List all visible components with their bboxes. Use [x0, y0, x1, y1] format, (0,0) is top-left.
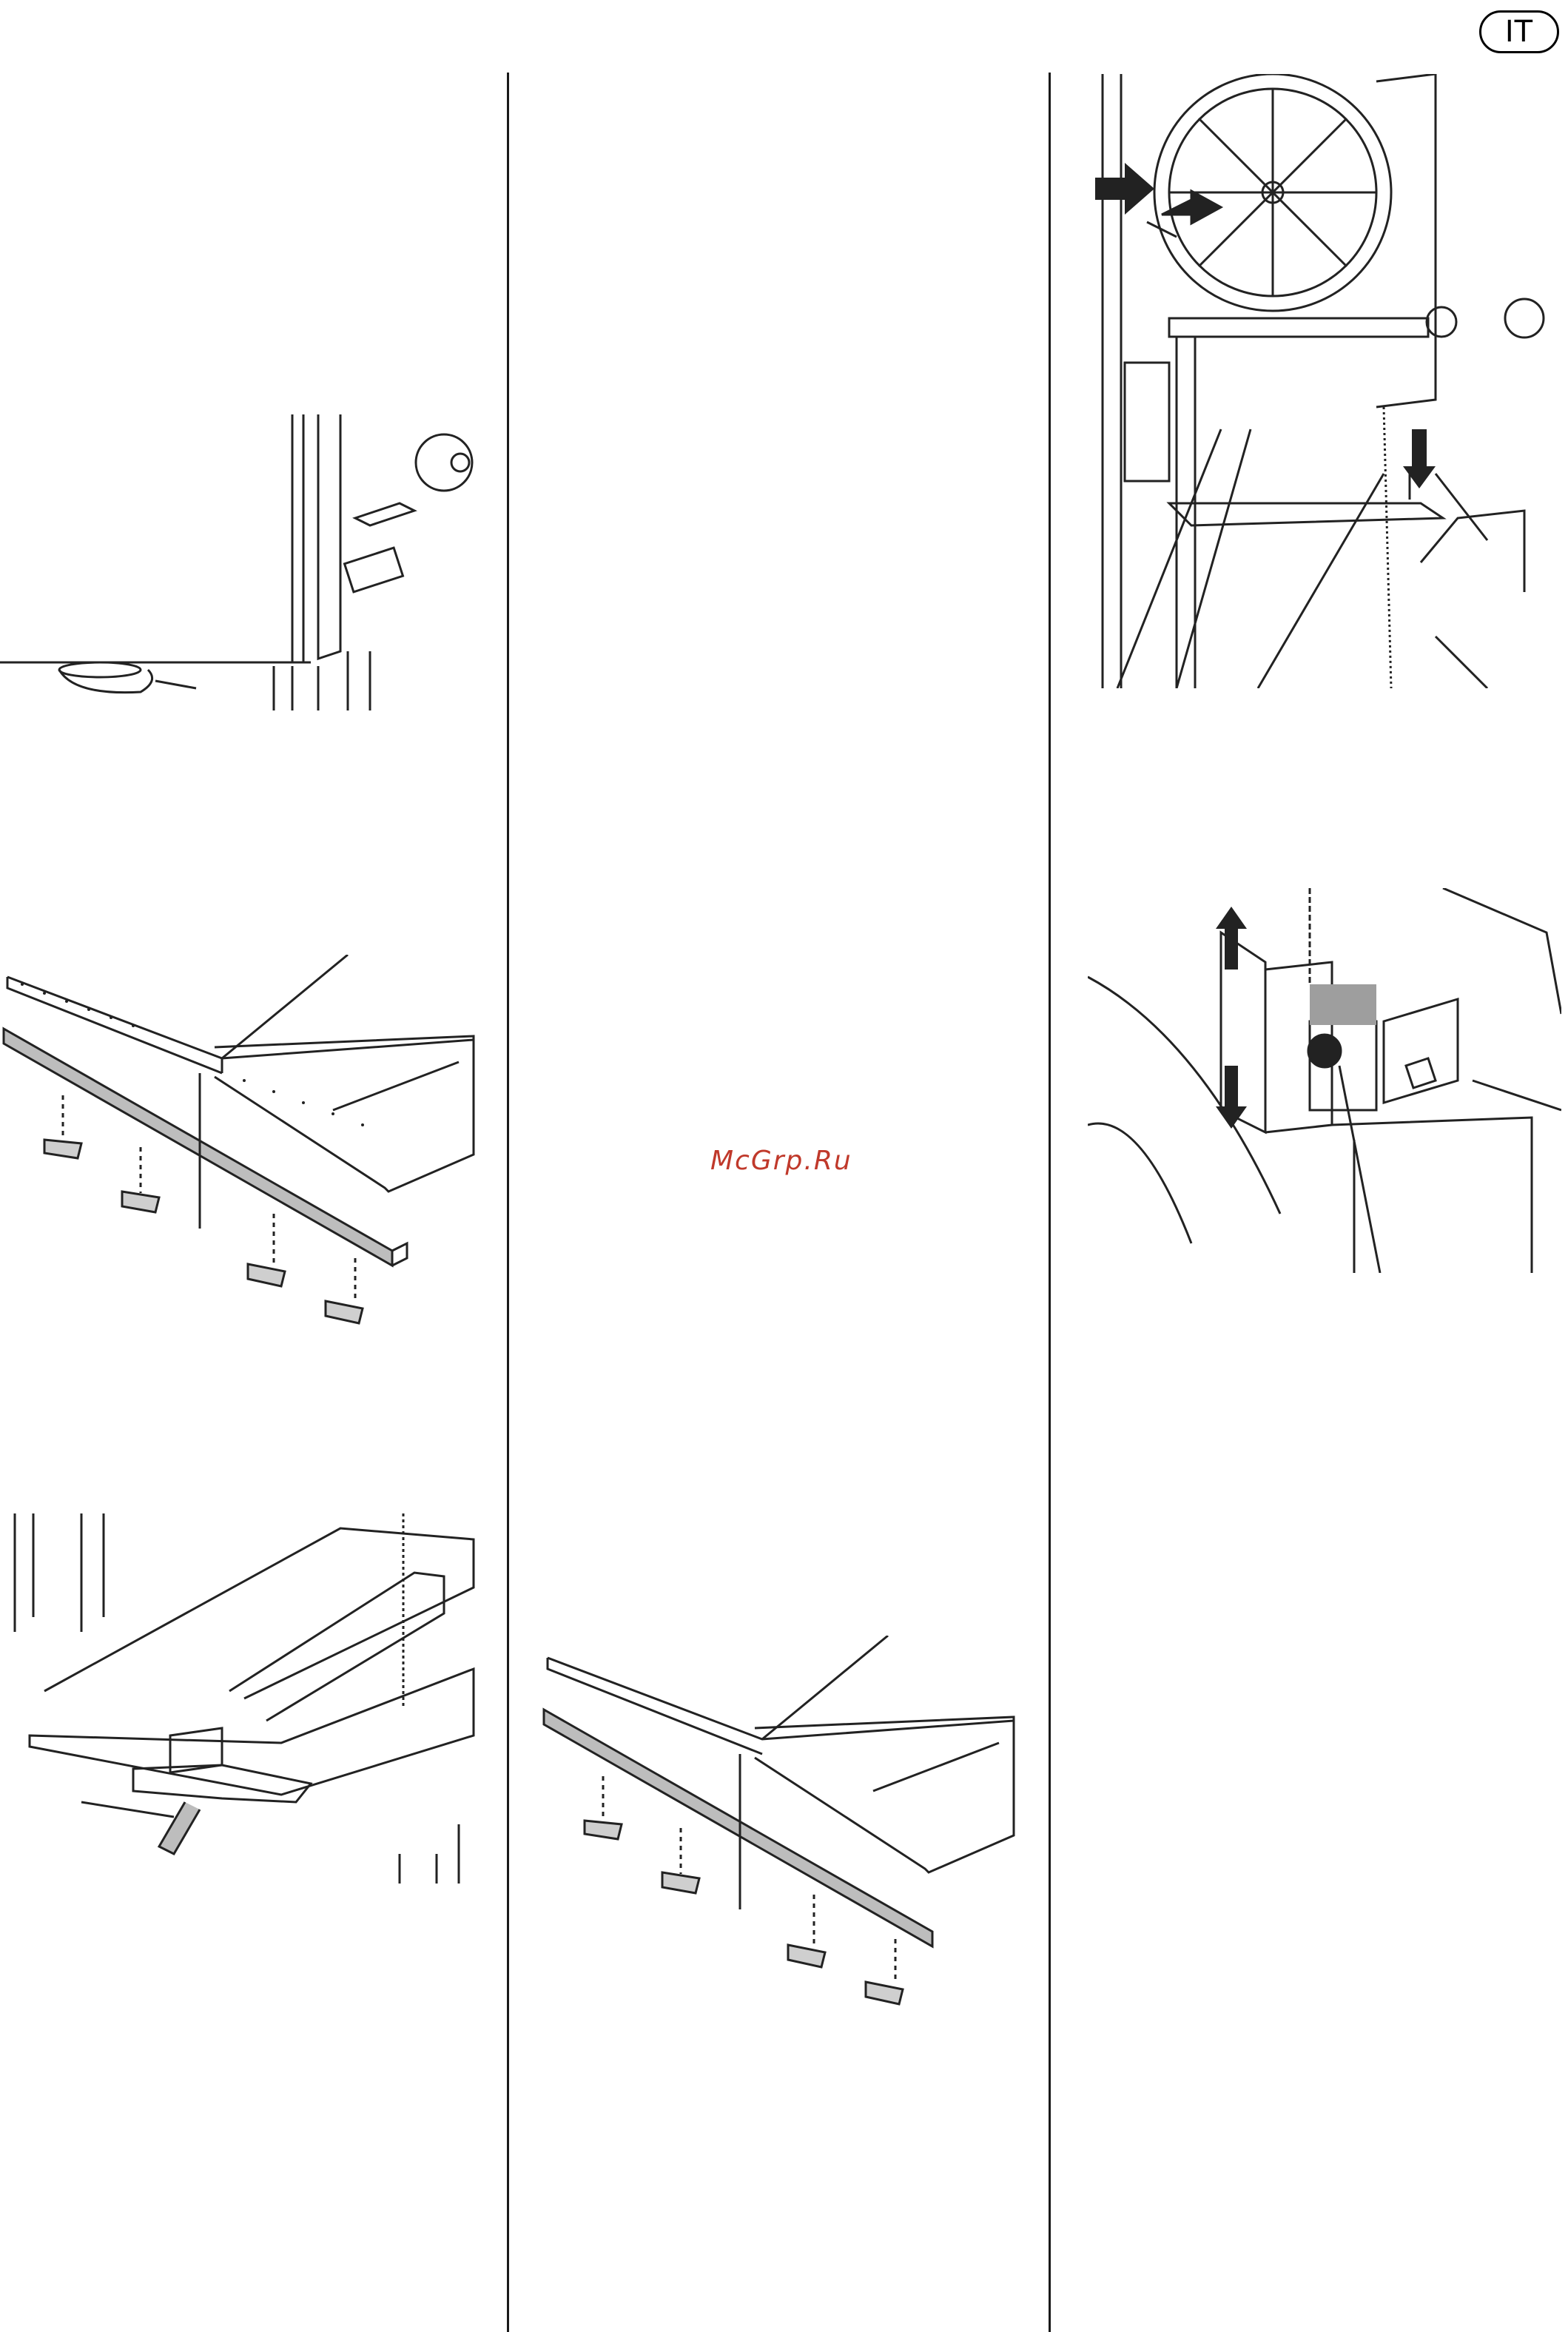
column-divider-left	[507, 73, 509, 2332]
figure-parallel-fence-lever	[0, 1513, 481, 1884]
figure-fence-rail-mounting-2	[540, 1636, 1021, 2020]
blade-guide-with-knob-icon	[1088, 888, 1561, 1273]
figure-bandsaw-overview	[1088, 74, 1561, 688]
bandsaw-wheel-and-frame-icon	[1088, 74, 1561, 688]
language-badge: IT	[1479, 10, 1559, 53]
figure-fence-rail-mounting	[0, 955, 481, 1340]
figure-blade-guide-height	[1088, 888, 1561, 1273]
watermark-text: McGrp.Ru	[710, 1146, 852, 1176]
figure-stand-foot-detail	[0, 414, 488, 710]
fence-with-clamp-lever-icon	[0, 1513, 481, 1884]
column-divider-right	[1049, 73, 1051, 2332]
bandsaw-foot-and-knob-icon	[0, 414, 488, 710]
rail-with-wing-nuts-icon	[540, 1636, 1021, 2020]
rail-with-wing-nuts-icon	[0, 955, 481, 1340]
